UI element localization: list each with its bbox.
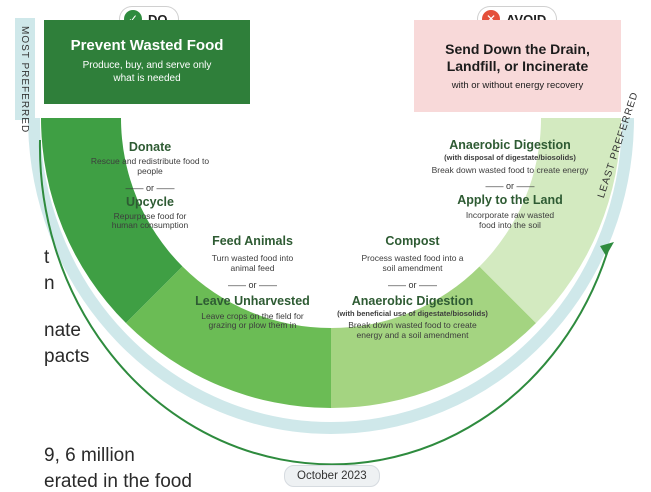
or-label: or	[248, 279, 257, 290]
compost-title: Compost	[385, 234, 440, 248]
feed-animals-block: Feed Animals Turn wasted food into anima…	[175, 234, 330, 331]
or-label: or	[408, 279, 417, 290]
or-divider: —— or ——	[227, 279, 278, 290]
leave-unharvested-title: Leave Unharvested	[195, 293, 310, 308]
bg-text-line-6: erated in the food	[44, 471, 192, 492]
anaerobic-beneficial-title: Anaerobic Digestion	[351, 293, 474, 308]
feed-animals-desc: Turn wasted food into animal feed	[211, 253, 294, 273]
apply-to-land-title: Apply to the Land	[457, 193, 563, 208]
outer-band	[28, 117, 634, 434]
upcycle-desc: Repurpose food for human consumption	[111, 210, 189, 231]
or-label: or	[505, 181, 514, 192]
preference-arrow-head	[600, 242, 614, 256]
or-divider: —— or ——	[125, 182, 175, 193]
anaerobic-disposal-desc: Break down wasted food to create energy	[431, 164, 589, 175]
leave-unharvested-desc: Leave crops on the field for grazing or …	[201, 310, 304, 331]
or-label: or	[145, 182, 154, 193]
feed-animals-title: Feed Animals	[212, 234, 293, 248]
compost-desc: Process wasted food into a soil amendmen…	[361, 253, 464, 273]
donate-block: Donate Rescue and redistribute food to p…	[75, 140, 225, 231]
prevent-title: Prevent Wasted Food	[70, 37, 224, 54]
upcycle-title: Upcycle	[126, 194, 174, 209]
compost-block: Compost Process wasted food into a soil …	[330, 234, 495, 341]
send-down-drain-box: Send Down the Drain, Landfill, or Incine…	[414, 20, 621, 112]
bg-text-line-3: nate	[44, 320, 81, 341]
bg-text-line-4: pacts	[44, 346, 90, 367]
prevent-wasted-food-box: Prevent Wasted Food Produce, buy, and se…	[44, 20, 250, 104]
or-divider: —— or ——	[387, 279, 438, 290]
donate-desc: Rescue and redistribute food to people	[90, 156, 210, 176]
apply-to-land-desc: Incorporate raw wasted food into the soi…	[465, 210, 555, 231]
anaerobic-disposal-note: (with disposal of digestate/biosolids)	[444, 153, 576, 162]
bg-text-line-2: n	[44, 273, 55, 294]
anaerobic-disposal-title: Anaerobic Digestion	[449, 138, 571, 152]
left-axis-band	[15, 18, 35, 120]
most-preferred-label: MOST PREFERRED	[19, 26, 30, 134]
anaerobic-beneficial-note: (with beneficial use of digestate/biosol…	[337, 308, 488, 318]
avoid-desc: with or without energy recovery	[451, 79, 584, 91]
bg-text-line-5: 9, 6 million	[44, 445, 135, 466]
donate-title: Donate	[128, 140, 172, 154]
prevent-desc: Produce, buy, and serve only what is nee…	[82, 60, 212, 84]
anaerobic-beneficial-desc: Break down wasted food to create energy …	[348, 320, 477, 340]
avoid-title: Send Down the Drain, Landfill, or Incine…	[445, 41, 590, 74]
preference-arrow-line	[38, 139, 609, 466]
bg-text-line-1: t	[44, 247, 50, 268]
date-badge: October 2023	[284, 465, 380, 487]
or-divider: —— or ——	[485, 181, 535, 192]
anaerobic-disposal-block: Anaerobic Digestion (with disposal of di…	[425, 138, 595, 231]
